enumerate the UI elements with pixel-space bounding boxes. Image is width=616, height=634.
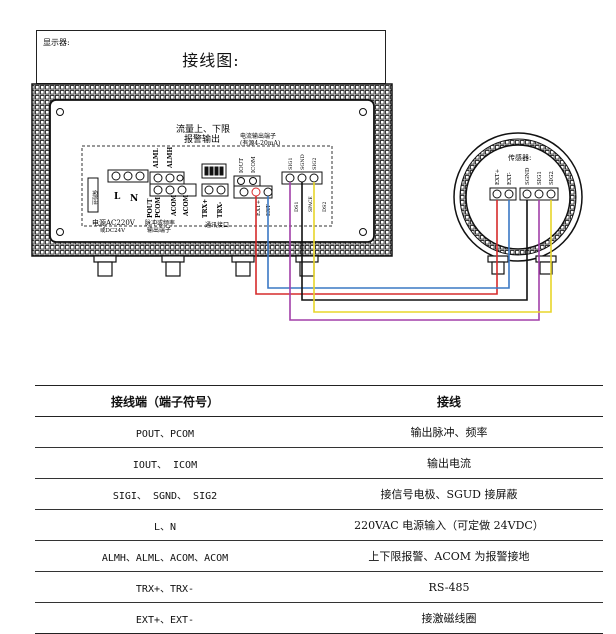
term-EXT-minus: EXT-	[266, 203, 272, 216]
table-cell: IOUT、 ICOM	[35, 447, 295, 479]
terminal-trx	[201, 183, 229, 197]
term-DS1: DS1	[294, 201, 300, 212]
wiring-diagram: 显示器: 接线图:	[31, 30, 583, 321]
diagram-title: 接线图:	[182, 51, 240, 70]
sensor-glands	[487, 255, 557, 275]
wire-blue	[267, 196, 510, 289]
table-cell: SIGI、 SGND、 SIG2	[35, 478, 295, 510]
table-cell: TRX+、TRX-	[35, 571, 295, 603]
table-cell: 220VAC 电源输入（可定做 24VDC）	[295, 509, 603, 541]
wire-red	[255, 196, 498, 295]
term-ICOM: ICOM	[251, 156, 257, 173]
table-header-terminal: 接线端（端子符号）	[35, 385, 295, 417]
term-SPACE: SPACE	[308, 196, 314, 212]
term-SIG2: SIG2	[312, 157, 318, 170]
term-L: L	[114, 192, 121, 202]
term-POUT: POUT	[147, 198, 154, 218]
fuse-label: 保险丝	[91, 190, 98, 205]
term-N: N	[130, 194, 138, 204]
term-ACOM-2: ACOM	[183, 194, 190, 217]
term-ALMH: ALMH	[167, 146, 174, 169]
sensor-term-EXT-minus: EXT-	[507, 172, 513, 185]
table-cell: 接信号电极、SGUD 接屏蔽	[295, 478, 603, 510]
table-cell: ALMH、ALML、ACOM、ACOM	[35, 540, 295, 572]
table-header-row: 接线端（端子符号） 接线	[35, 385, 603, 417]
dip-switch	[201, 163, 227, 179]
term-DS2: DS2	[322, 201, 328, 212]
display-label: 显示器:	[43, 38, 70, 47]
term-TRX-plus: TRX+	[202, 199, 209, 218]
alarm-out-label: 报警输出	[184, 133, 220, 145]
current-sub-label: (有源4-20mA)	[240, 139, 280, 147]
term-IOUT: IOUT	[239, 158, 245, 173]
display-panel: 显示器: 接线图:	[36, 30, 386, 84]
sensor-title: 传感器:	[508, 153, 531, 162]
sensor-term-SIG2: SIG2	[549, 171, 555, 185]
table-cell: 输出脉冲、频率	[295, 416, 603, 448]
fuse	[87, 177, 99, 213]
table-cell: 输出电流	[295, 447, 603, 479]
pulse-note-2: 输出端子	[147, 226, 171, 234]
term-SIG1: SIG1	[288, 157, 294, 170]
corner-screws	[56, 108, 367, 236]
table-cell: 接激磁线圈	[295, 602, 603, 634]
current-title-label: 电流输出端子	[240, 132, 276, 140]
power-note: 电源AC220V	[92, 218, 136, 227]
terminal-area	[81, 145, 333, 227]
term-PCOM: PCOM	[155, 196, 162, 218]
wire-yellow	[313, 182, 552, 313]
sensor-term-SIG1: SIG1	[537, 171, 543, 185]
table-row: TRX+、TRX-RS-485	[35, 571, 603, 603]
table-cell: L、N	[35, 509, 295, 541]
diagram-svg: 流量上、下限 报警输出 电流输出端子 (有源4-20mA) 电源AC220V 或…	[31, 83, 583, 321]
terminal-LN	[107, 169, 149, 183]
term-TRX-minus: TRX-	[217, 201, 224, 218]
table-cell: RS-485	[295, 571, 603, 603]
term-ALML: ALML	[153, 147, 160, 169]
term-SGND: SGND	[300, 154, 306, 170]
wire-purple	[289, 182, 540, 321]
power-alt: 或DC24V	[100, 226, 126, 234]
sensor-term-SGND: SGND	[525, 167, 531, 185]
pulse-note: 脉冲或频率	[145, 219, 175, 227]
sensor-inner	[465, 144, 571, 250]
flow-limit-label: 流量上、下限	[176, 123, 230, 135]
sensor-term-EXT-plus: EXT+	[495, 168, 501, 185]
term-ACOM-1: ACOM	[171, 194, 178, 217]
wires	[255, 182, 552, 321]
table-row: EXT+、EXT-接激磁线圈	[35, 602, 603, 634]
terminal-current	[233, 175, 273, 199]
table-cell: EXT+、EXT-	[35, 602, 295, 634]
comm-note: 通讯接口	[205, 221, 229, 229]
table-cell: POUT、PCOM	[35, 416, 295, 448]
wire-black	[301, 182, 528, 301]
table-header-wiring: 接线	[295, 385, 603, 417]
cable-glands	[93, 255, 319, 277]
table-cell: 上下限报警、ACOM 为报警接地	[295, 540, 603, 572]
terminal-alarm	[149, 171, 197, 197]
term-EXT-plus: EXT+	[256, 199, 262, 216]
